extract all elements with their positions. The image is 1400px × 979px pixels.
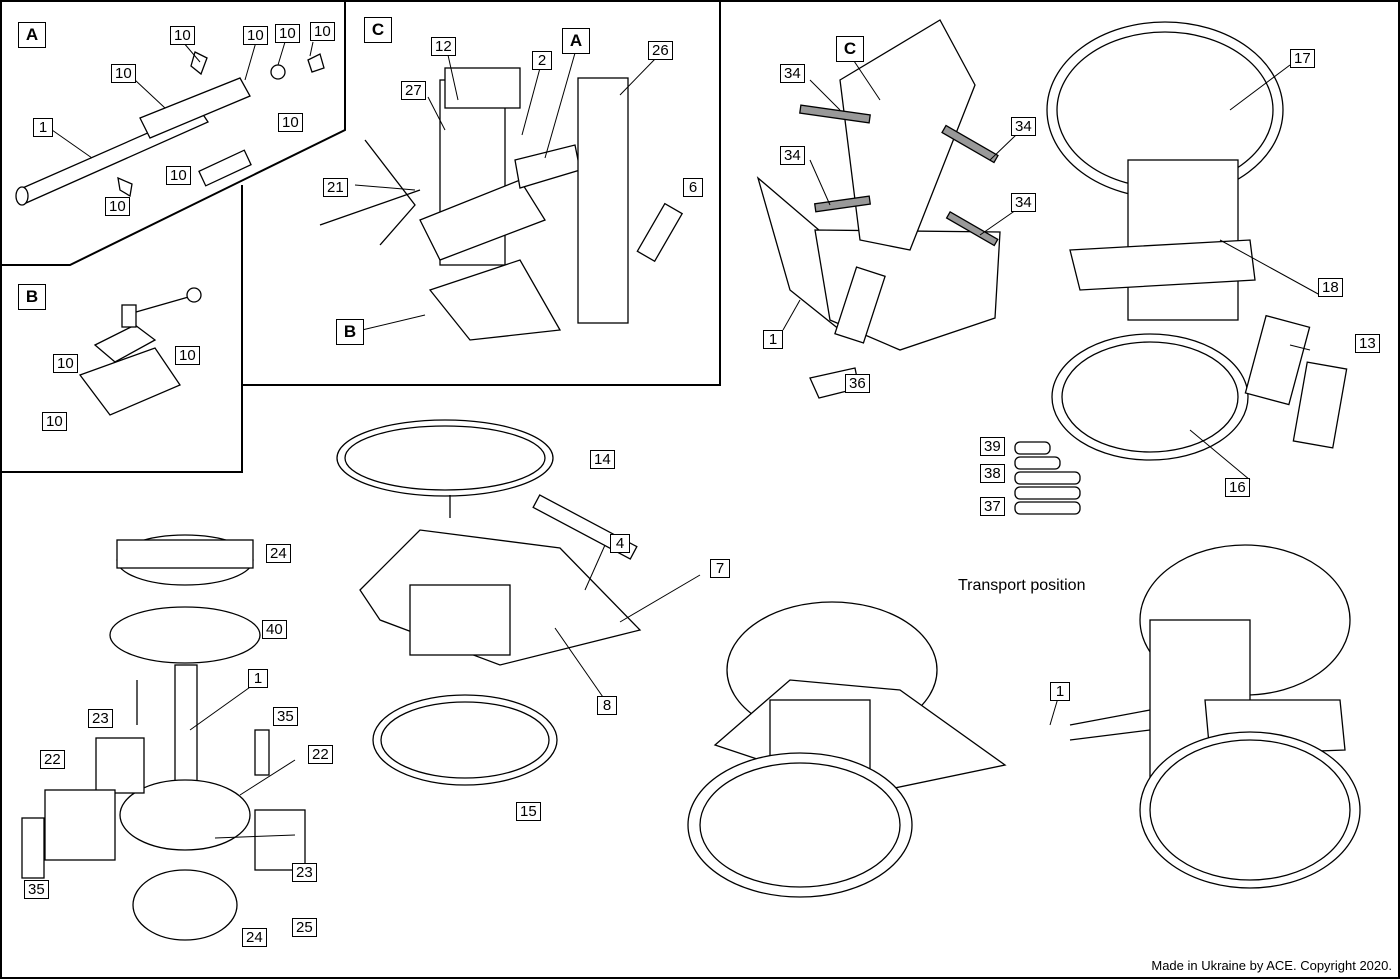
callout-17: 17 (1290, 49, 1315, 68)
callout-7: 7 (710, 559, 730, 578)
callout-37: 37 (980, 497, 1005, 516)
traverse-drawing (78, 287, 202, 416)
callout-27: 27 (401, 81, 426, 100)
callout-8: 8 (597, 696, 617, 715)
callout-22: 22 (308, 745, 333, 764)
inset-a-border (1, 1, 346, 266)
transport-drawing (687, 544, 1361, 898)
inset-b-border (0, 185, 243, 473)
callout-35: 35 (24, 880, 49, 899)
drawings (15, 19, 1361, 941)
inset-c-border (242, 0, 721, 386)
callout-10: 10 (275, 24, 300, 43)
callout-2: 2 (532, 51, 552, 70)
inset-b-letter: B (18, 284, 46, 310)
callout-10: 10 (310, 22, 335, 41)
transport-position-caption: Transport position (958, 577, 1086, 594)
carriage-drawing (319, 67, 684, 341)
ammo-drum-drawing (21, 534, 306, 941)
limber-drawing (336, 419, 642, 786)
callout-39: 39 (980, 437, 1005, 456)
callout-10: 10 (53, 354, 78, 373)
callout-38: 38 (980, 464, 1005, 483)
callout-1: 1 (248, 669, 268, 688)
callout-18: 18 (1318, 278, 1343, 297)
callout-26: 26 (648, 41, 673, 60)
shells (1014, 441, 1081, 515)
copyright-notice: Made in Ukraine by ACE. Copyright 2020. (1151, 958, 1392, 973)
inset-a-letter: A (18, 22, 46, 48)
callout-23: 23 (88, 709, 113, 728)
callout-14: 14 (590, 450, 615, 469)
callout-13: 13 (1355, 334, 1380, 353)
callout-34: 34 (780, 64, 805, 83)
leader-lines (51, 41, 1321, 839)
callout-24: 24 (242, 928, 267, 947)
callout-16: 16 (1225, 478, 1250, 497)
callout-letter-b: B (336, 319, 364, 345)
callout-4: 4 (610, 534, 630, 553)
callout-10: 10 (278, 113, 303, 132)
callout-6: 6 (683, 178, 703, 197)
callout-10: 10 (42, 412, 67, 431)
callout-24: 24 (266, 544, 291, 563)
callout-22: 22 (40, 750, 65, 769)
callout-1: 1 (33, 118, 53, 137)
callout-1: 1 (1050, 682, 1070, 701)
callout-10: 10 (111, 64, 136, 83)
callout-23: 23 (292, 863, 317, 882)
callout-letter-a: A (562, 28, 590, 54)
callout-34: 34 (780, 146, 805, 165)
callout-10: 10 (243, 26, 268, 45)
callout-25: 25 (292, 918, 317, 937)
callout-34: 34 (1011, 193, 1036, 212)
callout-10: 10 (105, 197, 130, 216)
callout-10: 10 (175, 346, 200, 365)
callout-34: 34 (1011, 117, 1036, 136)
callout-letter-c: C (836, 36, 864, 62)
callout-36: 36 (845, 374, 870, 393)
callout-10: 10 (170, 26, 195, 45)
callout-15: 15 (516, 802, 541, 821)
callout-40: 40 (262, 620, 287, 639)
callout-21: 21 (323, 178, 348, 197)
inset-c-letter: C (364, 17, 392, 43)
callout-35: 35 (273, 707, 298, 726)
callout-10: 10 (166, 166, 191, 185)
callout-12: 12 (431, 37, 456, 56)
callout-1: 1 (763, 330, 783, 349)
wheel-assembly-drawing (1014, 21, 1348, 515)
barrel-drawing (15, 51, 325, 206)
